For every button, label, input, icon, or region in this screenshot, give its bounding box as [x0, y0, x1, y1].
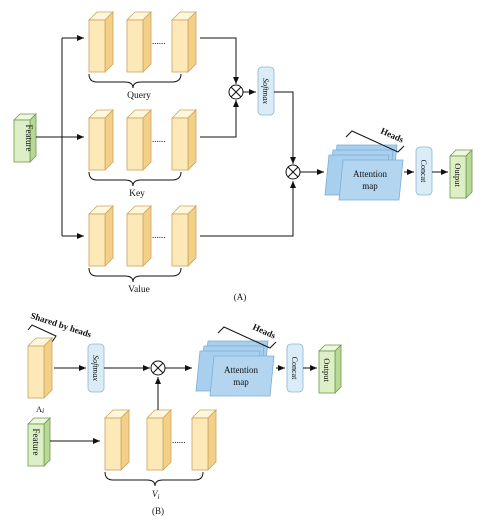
output-label-b: Output	[322, 358, 332, 382]
diagram-a: Feature ...... Query ...... Key	[13, 11, 473, 302]
key-dots: ......	[152, 134, 166, 144]
feature-block-a: Feature	[13, 113, 37, 163]
caption-a: (A)	[234, 292, 247, 302]
feature-block-b: Feature	[27, 417, 51, 467]
attention-map-stack-b: Attention map	[195, 340, 275, 397]
feature-label-b: Feature	[31, 429, 41, 456]
multiply-icon-v	[285, 164, 301, 180]
softmax-label-b: Softmax	[91, 355, 100, 381]
softmax-box-a: Softmax	[257, 66, 275, 116]
attention-map-stack-a: Attention map	[324, 144, 404, 201]
concat-label-a: Concat	[419, 160, 428, 183]
output-block-a: Output	[449, 149, 473, 199]
shared-bracket	[27, 324, 57, 343]
qk-lines	[200, 37, 256, 138]
v-label: Vi	[152, 489, 160, 501]
v-sub: i	[158, 493, 160, 501]
a-block: Ai	[27, 337, 53, 415]
output-label-a: Output	[453, 163, 463, 187]
query-label: Query	[127, 91, 151, 101]
value-blocks: ...... Value	[88, 205, 197, 295]
attention-label-b-2: map	[233, 377, 249, 387]
softmax-box-b: Softmax	[87, 343, 105, 393]
heads-label-b: Heads	[251, 322, 277, 341]
concat-box-b: Concat	[286, 343, 304, 393]
v-dots: ......	[172, 435, 186, 445]
branch-lines-a	[36, 35, 84, 239]
multiply-icon-b	[150, 360, 166, 376]
heads-label-a: Heads	[379, 126, 405, 145]
attention-label-b-1: Attention	[224, 365, 258, 375]
query-blocks: ...... Query	[88, 11, 197, 101]
softmax-v-lines	[200, 91, 324, 237]
multiply-icon-qk	[228, 84, 244, 100]
key-blocks: ...... Key	[88, 109, 197, 199]
a-label: Ai	[36, 404, 44, 415]
key-label: Key	[129, 189, 145, 199]
caption-b: (B)	[152, 506, 164, 516]
v-blocks: ...... Vi	[104, 409, 217, 501]
output-block-b: Output	[318, 344, 342, 394]
a-sub: i	[42, 407, 44, 415]
concat-box-a: Concat	[415, 146, 433, 196]
value-dots: ......	[152, 230, 166, 240]
feature-label-a: Feature	[24, 125, 34, 152]
query-dots: ......	[152, 36, 166, 46]
diagram-b: Shared by heads Ai Softmax Feature .....…	[27, 310, 342, 516]
attention-label-a-1: Attention	[353, 169, 387, 179]
shared-label: Shared by heads	[29, 310, 93, 339]
attention-label-a-2: map	[362, 181, 378, 191]
value-label: Value	[128, 285, 150, 295]
softmax-label-a: Softmax	[261, 78, 270, 104]
concat-label-b: Concat	[290, 357, 299, 380]
